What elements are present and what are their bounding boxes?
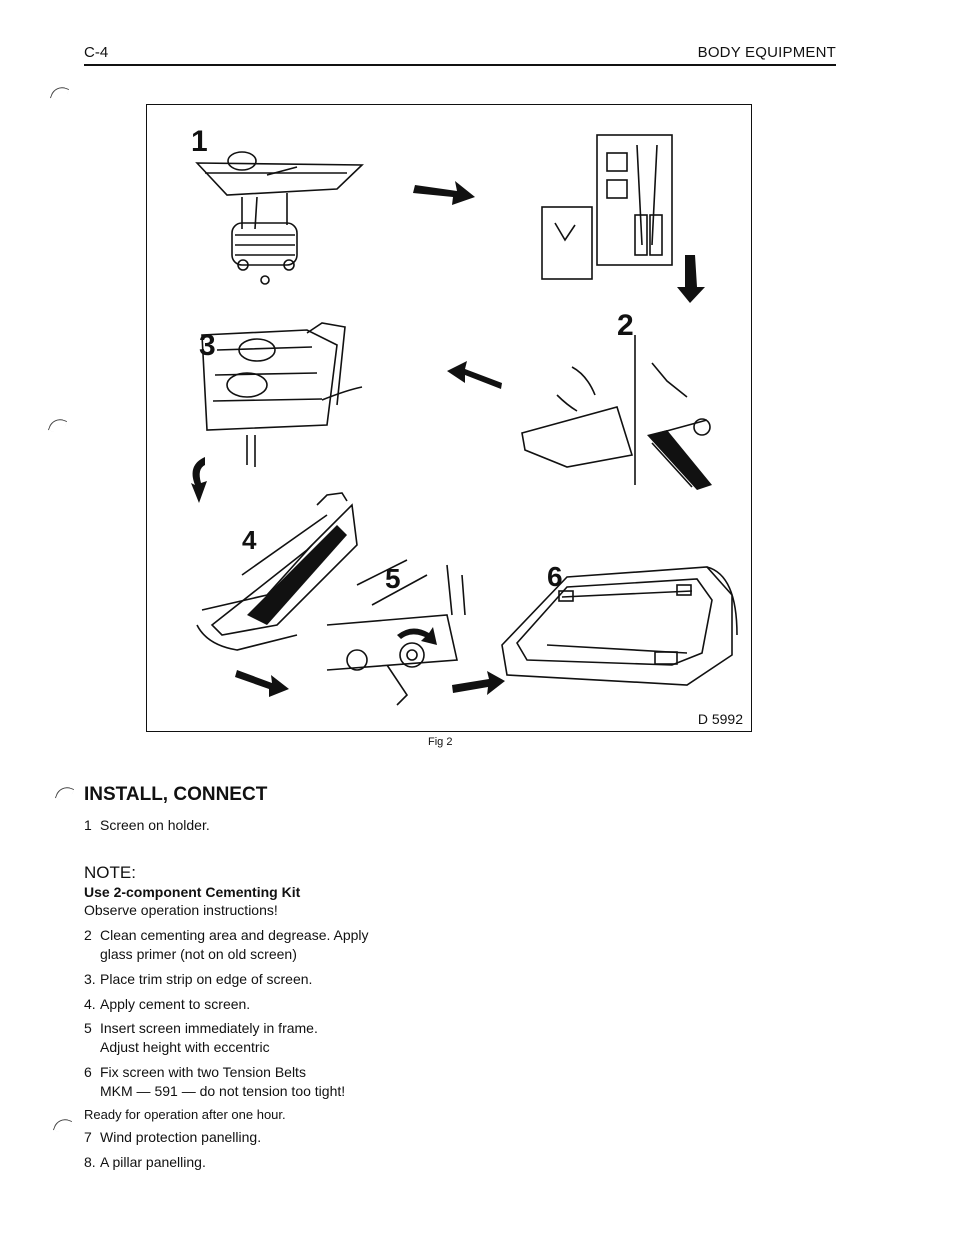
note-observe: Observe operation instructions! bbox=[84, 902, 278, 918]
ready-note: Ready for operation after one hour. bbox=[84, 1107, 286, 1122]
margin-mark bbox=[54, 783, 75, 804]
note-kit: Use 2-component Cementing Kit bbox=[84, 884, 301, 900]
figure-illustration bbox=[191, 134, 738, 706]
step-label-3: 3 bbox=[199, 329, 216, 362]
note-label: NOTE: bbox=[84, 863, 136, 882]
tension-belts-drawing bbox=[501, 566, 738, 686]
step-label-2: 2 bbox=[617, 309, 634, 342]
margin-mark bbox=[52, 1115, 73, 1136]
figure-id: D 5992 bbox=[697, 711, 743, 727]
page-number: C-4 bbox=[84, 44, 109, 61]
step-label-4: 4 bbox=[242, 525, 257, 555]
process-arrows bbox=[191, 181, 705, 697]
margin-mark bbox=[47, 415, 68, 436]
cementing-kit-drawing bbox=[541, 134, 673, 280]
step-label-1: 1 bbox=[191, 125, 208, 158]
step-label-5: 5 bbox=[385, 563, 401, 594]
installation-figure: 1 2 3 4 5 6 D 5992 bbox=[146, 104, 752, 732]
step-4: 4.Apply cement to screen. bbox=[84, 996, 251, 1012]
margin-mark bbox=[49, 83, 70, 104]
step-label-6: 6 bbox=[547, 561, 563, 592]
figure-caption: Fig 2 bbox=[428, 736, 453, 748]
insert-screen-drawing bbox=[326, 559, 466, 706]
section-heading: BODY EQUIPMENT bbox=[697, 44, 836, 61]
trim-strip-drawing bbox=[201, 322, 363, 467]
section-title: INSTALL, CONNECT bbox=[84, 784, 268, 805]
step-3: 3.Place trim strip on edge of screen. bbox=[84, 971, 313, 987]
apply-cement-drawing bbox=[196, 492, 358, 651]
page-header: C-4 BODY EQUIPMENT bbox=[84, 44, 836, 66]
screen-holder-drawing bbox=[195, 151, 364, 285]
step-8: 8.A pillar panelling. bbox=[84, 1154, 206, 1170]
